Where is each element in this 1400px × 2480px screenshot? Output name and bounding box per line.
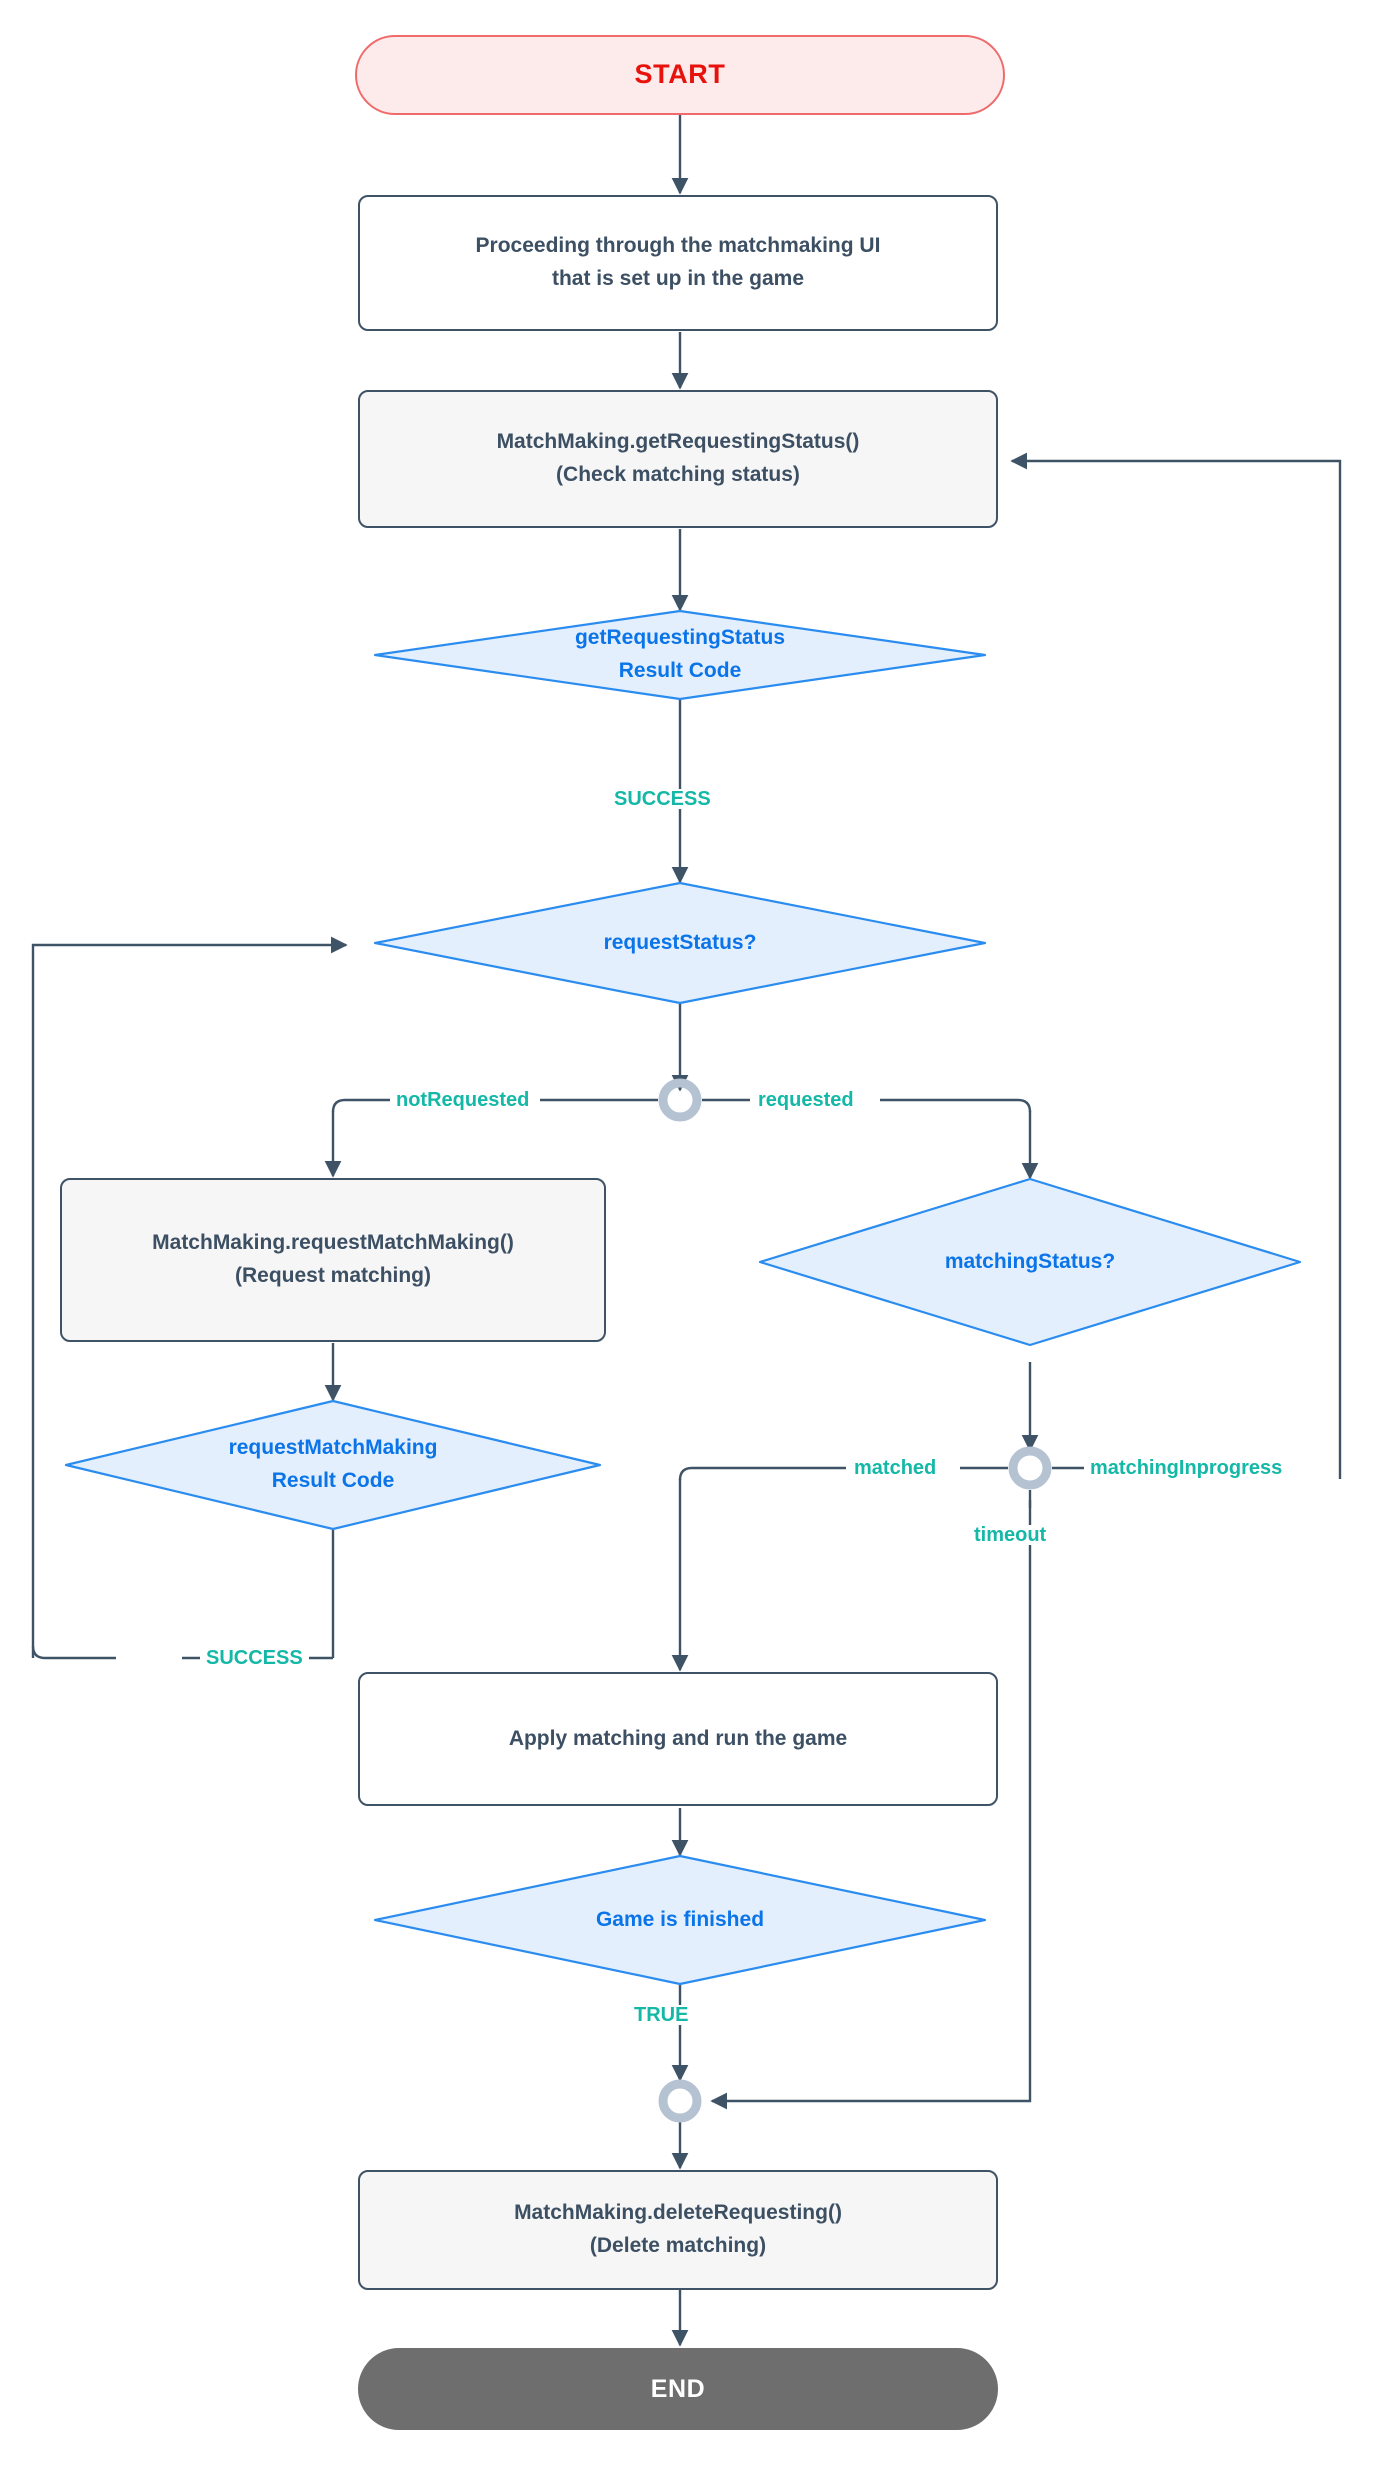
edge-matchinginprogress-loop: [1010, 452, 1342, 1479]
edge-label-not-requested: notRequested: [390, 1090, 536, 1110]
diamond-matching-status: [758, 1177, 1302, 1347]
node-request-status[interactable]: requestStatus?: [375, 883, 985, 1003]
node-request-status-label: requestStatus?: [603, 930, 757, 954]
diamond-game-finished: [373, 1854, 987, 1986]
node-delete-requesting[interactable]: MatchMaking.deleteRequesting() (Delete m…: [358, 2170, 998, 2290]
node-apply-matching[interactable]: Apply matching and run the game: [358, 1672, 998, 1806]
node-game-is-finished[interactable]: Game is finished: [375, 1856, 985, 1984]
stub-mergeB-left-b: [678, 1466, 846, 1481]
edge-label-success-status: SUCCESS: [608, 789, 717, 809]
decision-shapes: [64, 609, 1302, 1986]
diamond-request-status: [373, 881, 987, 1005]
stub-mergeA-right-b: [880, 1098, 1032, 1113]
node-start[interactable]: START: [355, 35, 1005, 115]
node-apply-matching-label: Apply matching and run the game: [508, 1726, 848, 1750]
node-matching-status[interactable]: matchingStatus?: [760, 1179, 1300, 1345]
node-delete-requesting-label: MatchMaking.deleteRequesting() (Delete m…: [514, 2201, 842, 2257]
edge-label-matching-in-progress: matchingInprogress: [1084, 1458, 1289, 1478]
merge-circle-request-status: [658, 1078, 702, 1122]
node-request-matchmaking-result[interactable]: requestMatchMaking Result Code: [66, 1401, 600, 1529]
edge-label-true: TRUE: [628, 2005, 695, 2025]
edge-requestmm-success-loop: [31, 936, 348, 1658]
node-get-requesting-status-result[interactable]: getRequestingStatus Result Code: [375, 611, 985, 699]
node-matching-status-label: matchingStatus?: [944, 1249, 1116, 1273]
node-end[interactable]: END: [358, 2348, 998, 2430]
diamond-requestmm-result: [64, 1399, 602, 1531]
merge-nodes: [658, 1078, 1052, 2123]
node-end-label: END: [650, 2374, 706, 2403]
stub-success-left-b: [31, 1645, 116, 1660]
edge-timeout-to-mergeC: [710, 1500, 1032, 2110]
node-request-matchmaking-label: MatchMaking.requestMatchMaking() (Reques…: [152, 1231, 514, 1287]
node-get-requesting-status[interactable]: MatchMaking.getRequestingStatus() (Check…: [358, 390, 998, 528]
node-request-matchmaking[interactable]: MatchMaking.requestMatchMaking() (Reques…: [60, 1178, 606, 1342]
merge-circle-finish: [658, 2079, 702, 2123]
node-game-is-finished-label: Game is finished: [595, 1907, 765, 1931]
stub-mergeA-left-b: [331, 1098, 434, 1113]
edge-label-timeout: timeout: [968, 1525, 1053, 1545]
edge-label-matched: matched: [848, 1458, 943, 1478]
merge-circle-matching-status: [1008, 1446, 1052, 1490]
node-request-matchmaking-result-label: requestMatchMaking Result Code: [228, 1436, 438, 1492]
edge-label-success-request: SUCCESS: [200, 1648, 309, 1668]
diamond-getstatus-result: [373, 609, 987, 701]
node-start-label: START: [634, 59, 726, 90]
node-get-requesting-status-label: MatchMaking.getRequestingStatus() (Check…: [496, 430, 860, 486]
node-proceed-through-ui[interactable]: Proceeding through the matchmaking UI th…: [358, 195, 998, 331]
edge-label-requested: requested: [752, 1090, 860, 1110]
node-proceed-through-ui-label: Proceeding through the matchmaking UI th…: [475, 234, 881, 290]
node-get-requesting-status-result-label: getRequestingStatus Result Code: [574, 626, 786, 682]
